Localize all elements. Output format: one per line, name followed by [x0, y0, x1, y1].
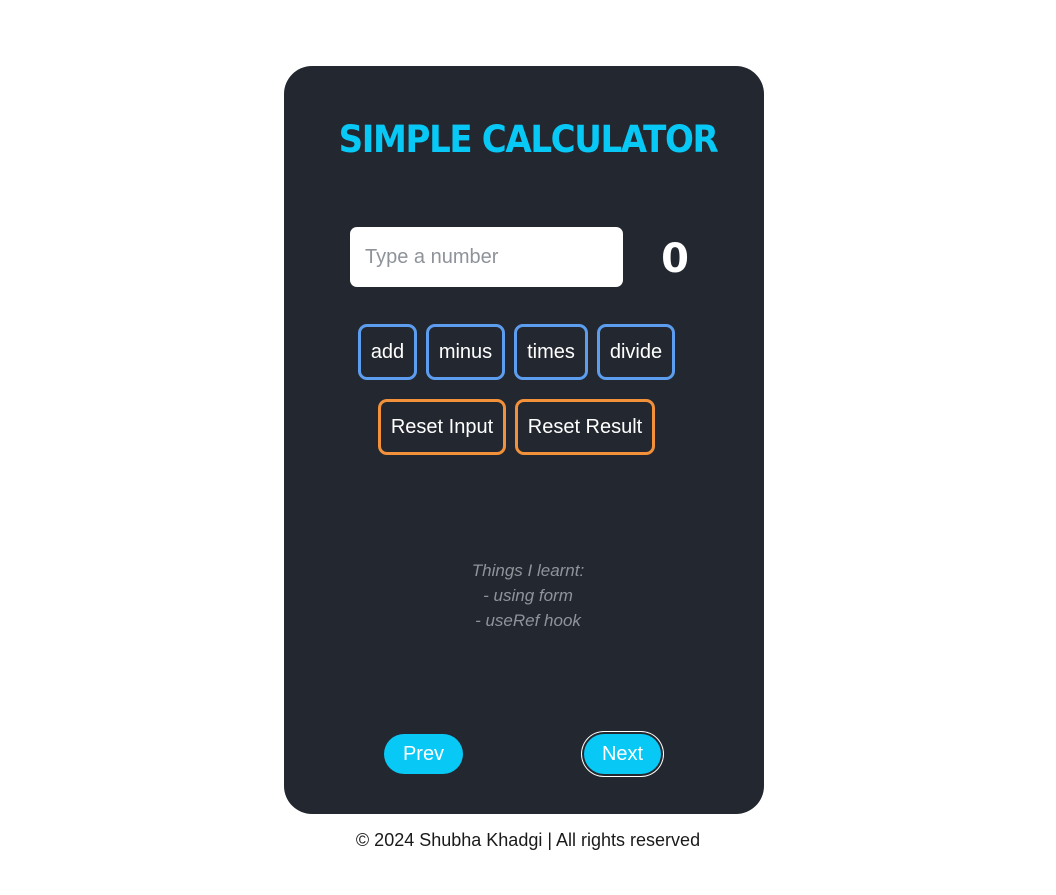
reset-result-button[interactable]: Reset Result	[515, 399, 655, 455]
next-button[interactable]: Next	[584, 734, 661, 774]
footer-copyright: © 2024 Shubha Khadgi | All rights reserv…	[355, 830, 701, 850]
result-value: 0	[661, 236, 689, 282]
prev-button[interactable]: Prev	[384, 734, 463, 774]
add-button[interactable]: add	[358, 324, 417, 380]
minus-button[interactable]: minus	[426, 324, 505, 380]
things-learnt-heading: Things I learnt:	[471, 561, 585, 580]
reset-input-button[interactable]: Reset Input	[378, 399, 506, 455]
things-learnt-item: - useRef hook	[475, 611, 581, 630]
times-button[interactable]: times	[514, 324, 588, 380]
things-learnt-item: - using form	[483, 586, 573, 605]
page-title: SIMPLE CALCULATOR	[338, 118, 719, 161]
things-learnt: Things I learnt: - using form - useRef h…	[0, 558, 1056, 633]
divide-button[interactable]: divide	[597, 324, 675, 380]
number-input[interactable]	[350, 227, 623, 287]
